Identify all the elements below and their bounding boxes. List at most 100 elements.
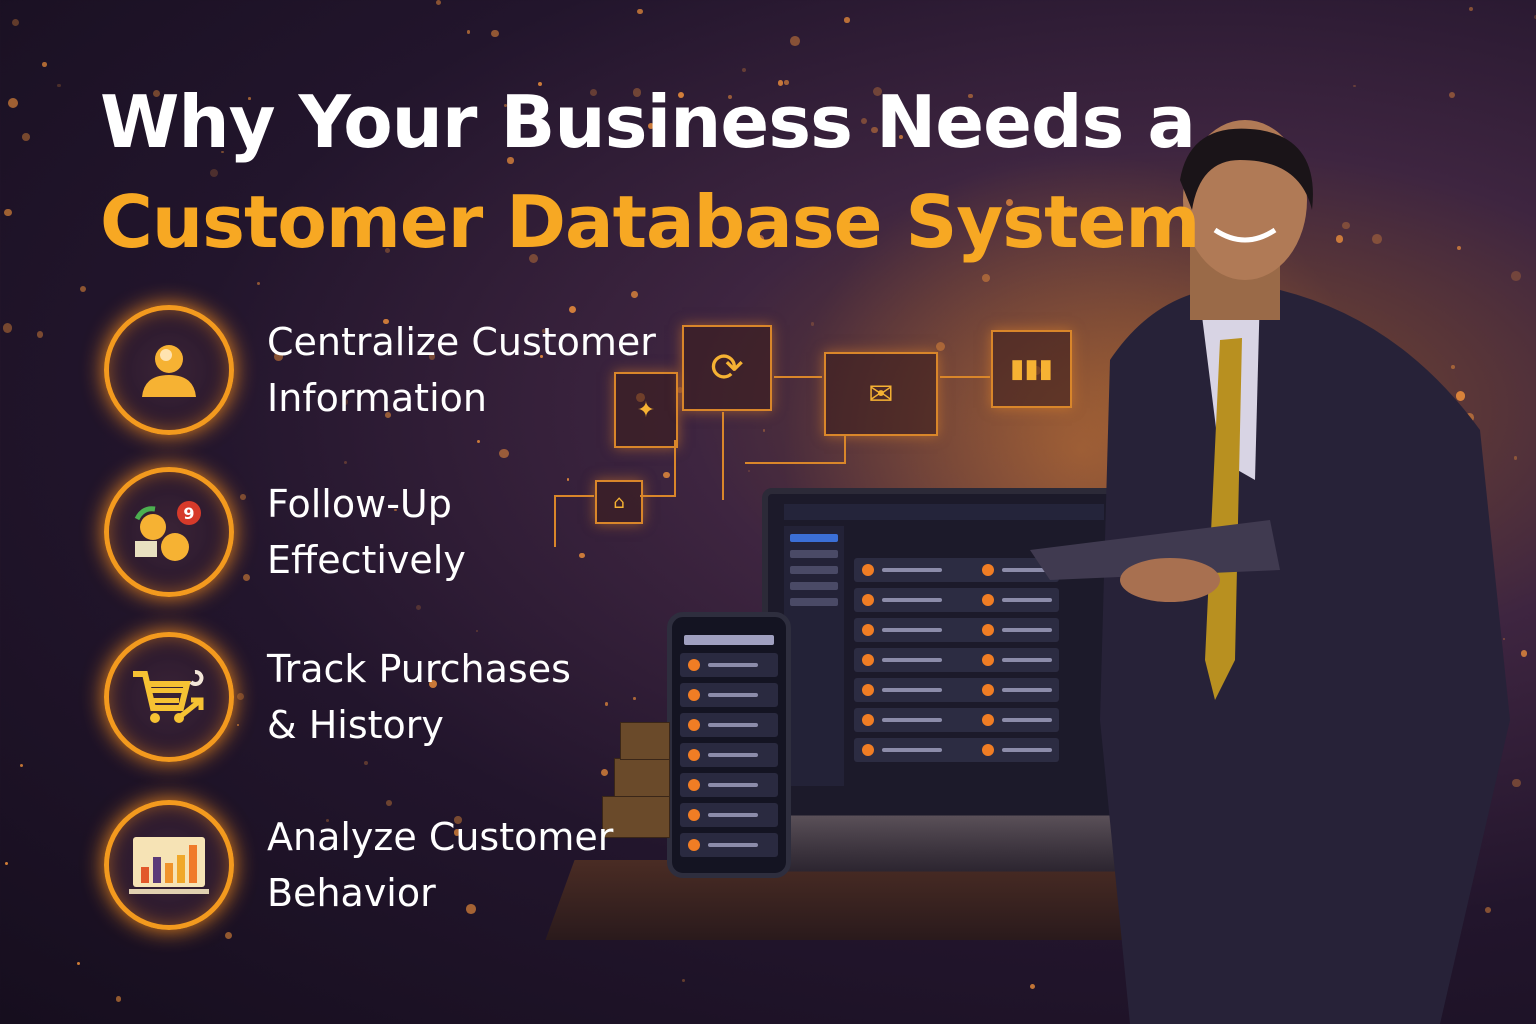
particle bbox=[248, 97, 251, 100]
particle bbox=[57, 83, 61, 88]
feature-icon-ring bbox=[104, 800, 234, 930]
particle bbox=[755, 235, 764, 244]
particle bbox=[1512, 778, 1521, 788]
particle bbox=[224, 931, 232, 939]
shopping-cart-icon bbox=[133, 670, 204, 723]
particle bbox=[242, 573, 251, 582]
particle bbox=[4, 208, 12, 216]
particle bbox=[1510, 271, 1521, 281]
smartphone bbox=[667, 612, 791, 878]
particle bbox=[604, 702, 609, 707]
particle bbox=[257, 282, 261, 286]
particle bbox=[1456, 391, 1466, 401]
particle bbox=[376, 124, 379, 128]
particle bbox=[22, 133, 31, 141]
particle bbox=[1469, 7, 1474, 12]
particle bbox=[1451, 365, 1456, 369]
particle bbox=[2, 323, 13, 333]
particle bbox=[240, 494, 247, 501]
particle bbox=[861, 118, 868, 125]
flow-node-sync: ⟳ bbox=[682, 325, 772, 411]
feature-icon-ring: 9 bbox=[104, 467, 234, 597]
particle bbox=[236, 693, 244, 701]
phone-list-item[interactable] bbox=[680, 833, 778, 857]
particle bbox=[326, 819, 329, 822]
flow-node-gift: ✦ bbox=[614, 372, 678, 448]
customer-row[interactable] bbox=[854, 618, 1059, 642]
feature-title: Analyze Customer bbox=[267, 815, 614, 859]
particle bbox=[189, 120, 195, 125]
particle bbox=[342, 399, 349, 405]
particle bbox=[1502, 637, 1505, 640]
particle bbox=[273, 352, 283, 362]
particle bbox=[79, 286, 86, 293]
particle bbox=[1010, 238, 1014, 242]
particle bbox=[762, 429, 766, 433]
particle bbox=[677, 387, 683, 394]
particle bbox=[569, 305, 577, 313]
customer-row[interactable] bbox=[854, 738, 1059, 762]
flow-connector bbox=[774, 376, 822, 378]
particle bbox=[537, 81, 543, 87]
phone-list-item[interactable] bbox=[680, 773, 778, 797]
particle bbox=[491, 29, 500, 38]
flow-node-email: ✉ bbox=[824, 352, 938, 436]
flow-connector bbox=[554, 495, 556, 547]
feature-title: & History bbox=[267, 703, 444, 747]
customer-row[interactable] bbox=[854, 648, 1059, 672]
particle bbox=[566, 478, 570, 481]
user-icon bbox=[142, 345, 196, 397]
phone-list-item[interactable] bbox=[680, 743, 778, 767]
feature-title: Information bbox=[267, 376, 487, 420]
particle bbox=[636, 8, 643, 15]
feature-title: Effectively bbox=[267, 538, 466, 582]
particle bbox=[477, 440, 481, 444]
particle bbox=[246, 136, 254, 145]
customer-row[interactable] bbox=[854, 588, 1059, 612]
particle bbox=[428, 679, 437, 689]
particle bbox=[677, 91, 685, 99]
phone-list-item[interactable] bbox=[680, 803, 778, 827]
particle bbox=[1064, 206, 1073, 215]
particle bbox=[475, 630, 478, 633]
particle bbox=[19, 764, 23, 768]
particle bbox=[728, 94, 733, 99]
analytics-icon: ▮▮▮ bbox=[1010, 354, 1053, 384]
particle bbox=[237, 724, 240, 727]
particle bbox=[394, 508, 397, 512]
particle bbox=[790, 36, 800, 46]
particle bbox=[1513, 456, 1518, 460]
particle bbox=[453, 829, 461, 836]
flow-connector bbox=[940, 376, 990, 378]
phone-list-item[interactable] bbox=[680, 653, 778, 677]
particle bbox=[647, 123, 654, 130]
crate bbox=[602, 796, 670, 838]
particle bbox=[1448, 91, 1455, 98]
feature-title: Follow-Up bbox=[267, 482, 452, 526]
particle bbox=[383, 319, 389, 325]
phone-list-item[interactable] bbox=[680, 713, 778, 737]
customer-row[interactable] bbox=[854, 558, 1059, 582]
particle bbox=[76, 961, 81, 966]
particle bbox=[546, 235, 549, 239]
phone-list-item[interactable] bbox=[680, 683, 778, 707]
laptop-app-header bbox=[784, 504, 1104, 520]
bar-chart-icon bbox=[129, 837, 209, 894]
customer-row[interactable] bbox=[854, 678, 1059, 702]
particle bbox=[541, 328, 546, 333]
flow-connector bbox=[722, 412, 724, 500]
notification-follow-up-icon: 9 bbox=[134, 501, 201, 561]
flow-connector bbox=[640, 495, 676, 497]
flow-node-analytics: ▮▮▮ bbox=[991, 330, 1072, 408]
inbox-icon: ⌂ bbox=[613, 491, 625, 513]
headline-line-2: Customer Database System bbox=[100, 180, 1200, 264]
particle bbox=[579, 552, 585, 559]
particle bbox=[499, 448, 509, 459]
particle bbox=[220, 150, 224, 154]
particle bbox=[504, 104, 507, 108]
customer-row[interactable] bbox=[854, 708, 1059, 732]
particle bbox=[466, 30, 471, 34]
particle bbox=[631, 291, 638, 298]
particle bbox=[384, 411, 391, 418]
